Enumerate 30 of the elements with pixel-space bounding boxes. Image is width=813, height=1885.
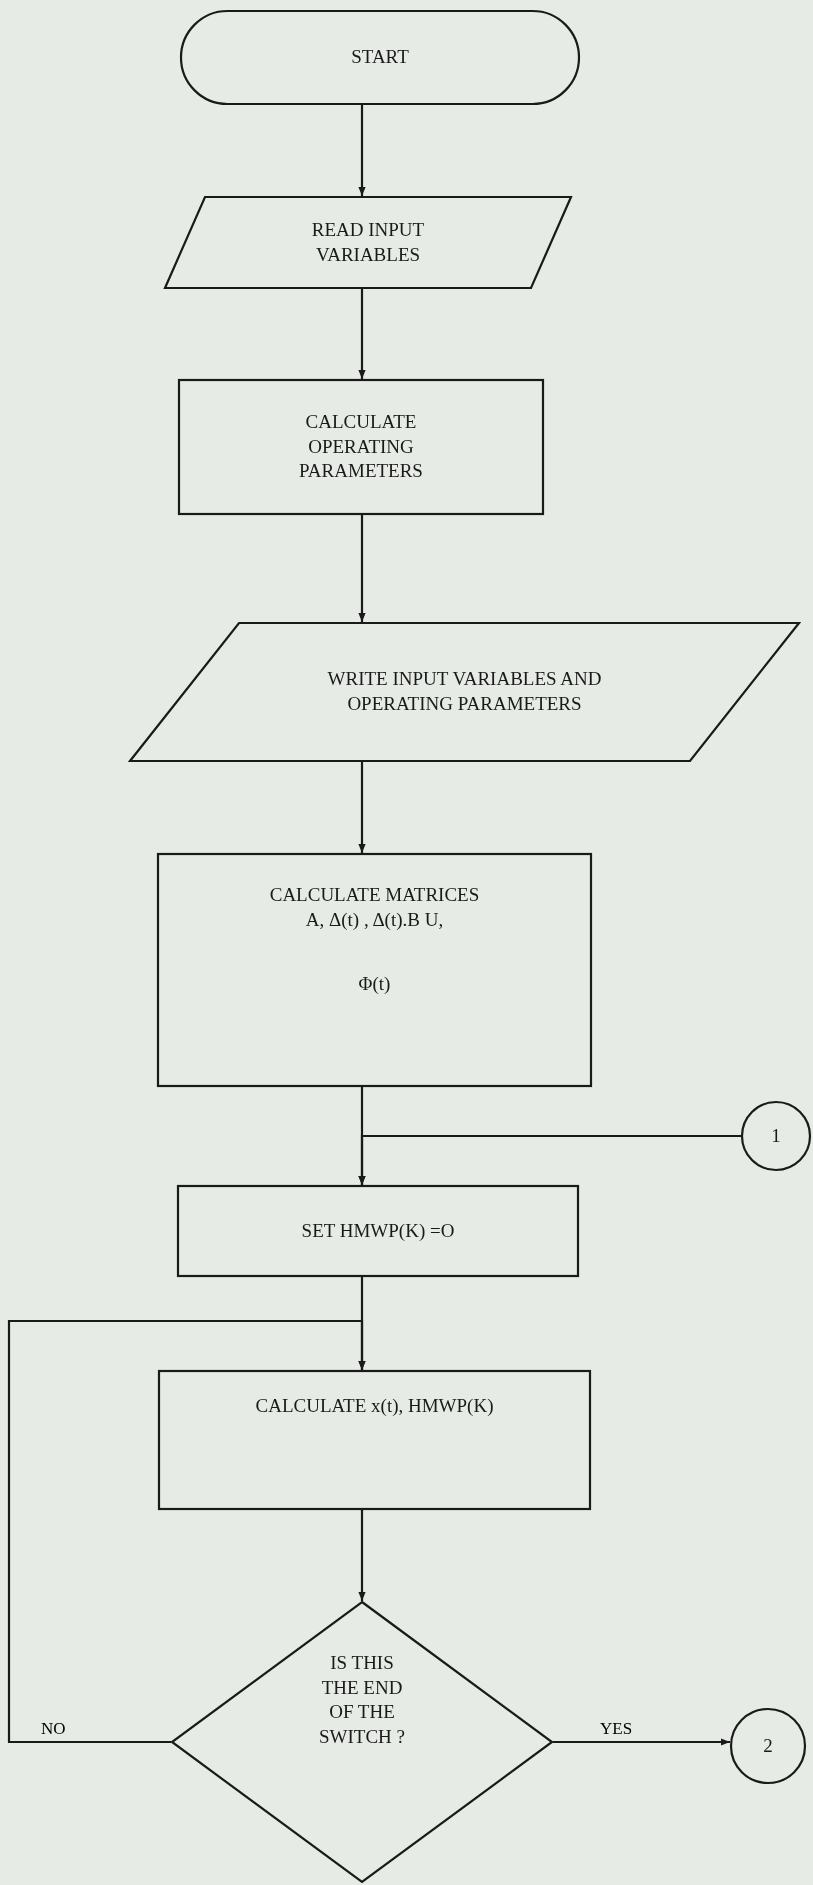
node-text: CALCULATE MATRICES — [269, 883, 480, 907]
connector-circle — [730, 1708, 806, 1784]
node-text: START — [351, 45, 409, 70]
terminal-shape — [180, 10, 580, 105]
input-output-parallelogram — [164, 196, 572, 289]
arrow — [358, 105, 366, 196]
arrow — [553, 1738, 730, 1746]
node-text: CALCULATE x(t), HMWP(K) — [255, 1394, 494, 1418]
process-box — [158, 1370, 591, 1510]
node-text: WRITE INPUT VARIABLES AND OPERATING PARAMETERS — [326, 667, 603, 716]
process-box — [177, 1185, 579, 1277]
process-box — [157, 853, 592, 1087]
arrow — [358, 515, 366, 622]
input-output-parallelogram — [129, 622, 800, 762]
arrow — [358, 1510, 366, 1601]
arrow — [358, 289, 366, 379]
node-text: SET HMWP(K) =O — [301, 1218, 455, 1243]
matrix-formula: Φ(t) — [358, 972, 391, 997]
node-text: 2 — [763, 1733, 773, 1758]
matrix-formula: A, Δ(t) , Δ(t).B U, — [305, 907, 444, 932]
arrow — [7, 1319, 366, 1744]
arrow — [358, 1134, 741, 1185]
arrow — [358, 762, 366, 853]
node-text: IS THIS THE END OF THE SWITCH ? — [318, 1651, 406, 1750]
node-text: CALCULATE OPERATING PARAMETERS — [298, 409, 424, 484]
connector-circle — [741, 1101, 811, 1171]
node-text: READ INPUT VARIABLES — [310, 217, 426, 267]
process-box — [178, 379, 544, 515]
decision-diamond — [171, 1601, 553, 1883]
node-text: 1 — [771, 1123, 781, 1148]
